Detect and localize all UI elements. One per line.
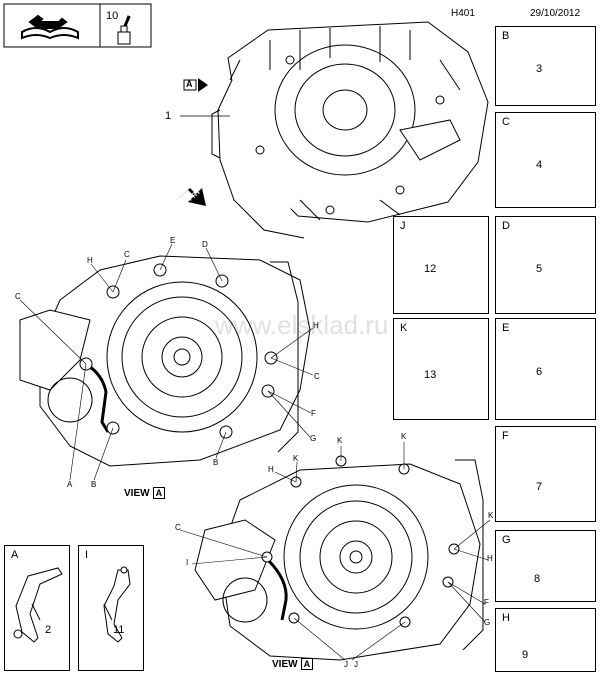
part-box-e: E 6 <box>495 318 596 420</box>
bracket-illustration-i <box>103 566 131 643</box>
part-box-k: K 13 <box>393 318 489 420</box>
part-number: 11 <box>113 624 125 636</box>
tool-box <box>3 3 152 48</box>
view1-label: H <box>313 321 319 330</box>
part-box-letter: H <box>502 612 510 624</box>
wrench-book-icon <box>21 14 79 40</box>
view-a-drawing-1 <box>19 255 311 467</box>
view2-label: H <box>268 465 274 474</box>
view1-label: C <box>314 372 320 381</box>
part-number: 2 <box>45 624 52 636</box>
part-box-c: C 4 <box>495 112 596 208</box>
part-box-j: J 12 <box>393 216 489 314</box>
view2-label: H <box>487 554 493 563</box>
view2-label: I <box>186 558 189 567</box>
part-box-letter: A <box>11 549 19 561</box>
part-box-letter: B <box>502 30 510 42</box>
part-box-letter: J <box>400 220 406 232</box>
part-number: 12 <box>424 263 437 275</box>
part-number: 3 <box>536 63 543 75</box>
view1-label: C <box>15 292 21 301</box>
bracket-illustration-a <box>13 567 63 643</box>
view-letter-box: A <box>300 658 314 670</box>
part-box-letter: F <box>502 430 509 442</box>
view1-label: C <box>124 250 130 259</box>
view2-label: K <box>488 511 494 520</box>
part-number: 8 <box>534 573 541 585</box>
view2-label: K <box>401 432 407 441</box>
view1-label: H <box>87 256 93 265</box>
view2-label: K <box>293 454 299 463</box>
view1-label: A <box>67 480 73 489</box>
view1-label: G <box>310 434 317 443</box>
view2-label: J <box>344 660 348 669</box>
tool-number: 10 <box>106 10 119 22</box>
part-box-a: A 2 <box>4 545 70 671</box>
transaxle-iso-drawing <box>211 21 489 239</box>
part-box-d: D 5 <box>495 216 596 314</box>
part-box-letter: D <box>502 220 510 232</box>
diagram-date: 29/10/2012 <box>530 8 581 19</box>
front-arrow-icon <box>172 188 206 206</box>
part-number: 13 <box>424 369 437 381</box>
part-box-letter: G <box>502 534 511 546</box>
part-box-g: G 8 <box>495 530 596 602</box>
part-box-f: F 7 <box>495 426 596 522</box>
part-box-b: B 3 <box>495 26 596 106</box>
part-box-letter: C <box>502 116 510 128</box>
view1-label: B <box>91 480 97 489</box>
view1-label: D <box>202 240 208 249</box>
view2-label: F <box>484 598 489 607</box>
view-title-text: VIEW <box>124 488 150 499</box>
view1-label: E <box>170 236 176 245</box>
view2-label: K <box>337 436 343 445</box>
part-box-letter: E <box>502 322 510 334</box>
part-number: 5 <box>536 263 543 275</box>
main-callout-number: 1 <box>165 110 172 122</box>
watermark: www.elsklad.ru <box>215 310 389 340</box>
view1-leaders <box>19 243 314 481</box>
part-box-i: I 11 <box>78 545 144 671</box>
view2-label: G <box>484 618 491 627</box>
view2-label: C <box>175 523 181 532</box>
part-box-letter: I <box>85 549 89 561</box>
view-a-drawing-2 <box>194 455 484 661</box>
part-box-h: H 9 <box>495 608 596 672</box>
view-a-arrow <box>183 78 208 92</box>
view-arrow-letter: A <box>186 79 193 89</box>
view-title-text: VIEW <box>272 659 298 670</box>
part-number: 7 <box>536 481 543 493</box>
part-number: 6 <box>536 366 543 378</box>
part-number: 9 <box>522 649 529 661</box>
view2-leaders <box>179 442 491 661</box>
view1-label: F <box>311 409 316 418</box>
view1-label: B <box>213 458 219 467</box>
view2-label: J <box>354 660 358 669</box>
part-box-letter: K <box>400 322 408 334</box>
view-letter-box: A <box>152 487 166 499</box>
lubricant-bottle-icon <box>117 15 131 45</box>
diagram-ref: H401 <box>451 8 475 19</box>
part-number: 4 <box>536 159 543 171</box>
